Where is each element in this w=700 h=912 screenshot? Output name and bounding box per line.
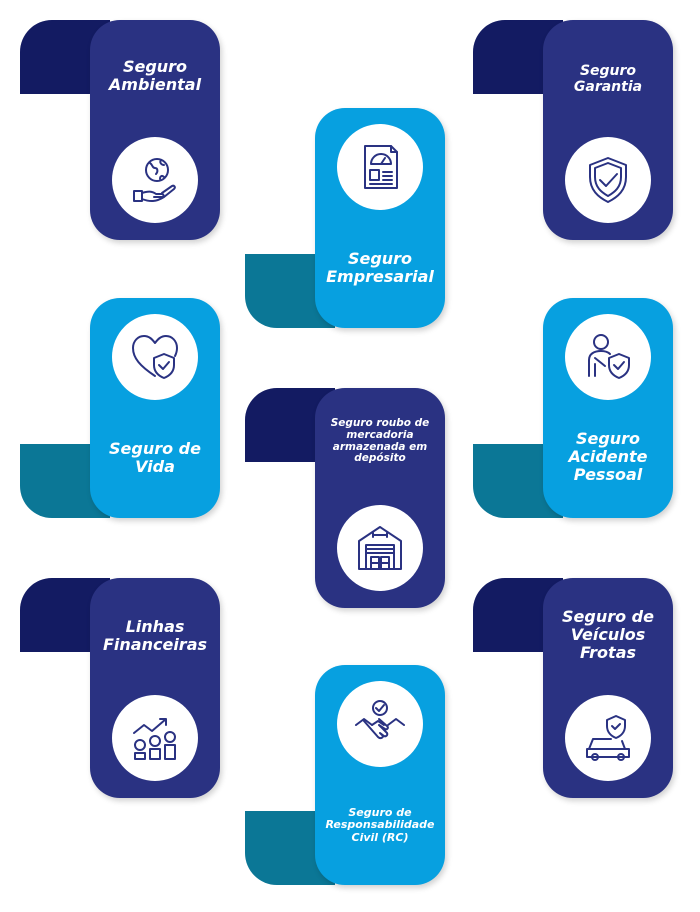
card-linhas-financeiras: Linhas Financeiras [20,578,220,798]
card-seguro-responsabilidade-civil: Seguro de Responsabilidade Civil (RC) [245,665,445,885]
card-body: Seguro de Vida [90,298,220,518]
card-title: Seguro de Veículos Frotas [562,607,654,662]
card-seguro-ambiental: Seguro Ambiental [20,20,220,240]
card-title: Seguro Empresarial [326,249,434,286]
card-seguro-roubo-mercadoria: Seguro roubo de mercadoria armazenada em… [245,388,445,608]
card-seguro-garantia: Seguro Garantia [473,20,673,240]
card-seguro-veiculos-frotas: Seguro de Veículos Frotas [473,578,673,798]
card-body: Seguro Acidente Pessoal [543,298,673,518]
injured-person-shield-icon [565,314,651,400]
card-body: Seguro Empresarial [315,108,445,328]
shield-check-icon [565,137,651,223]
business-report-icon [337,124,423,210]
card-title: Seguro Ambiental [108,57,202,94]
globe-hand-icon [112,137,198,223]
card-title: Seguro Acidente Pessoal [568,429,648,484]
handshake-icon [337,681,423,767]
card-body: Seguro de Veículos Frotas [543,578,673,798]
card-title: Linhas Financeiras [102,617,208,654]
heart-shield-icon [112,314,198,400]
card-body: Seguro Ambiental [90,20,220,240]
card-title: Seguro de Vida [109,439,201,476]
coins-growth-icon [112,695,198,781]
card-title: Seguro roubo de mercadoria armazenada em… [330,417,430,465]
card-seguro-empresarial: Seguro Empresarial [245,108,445,328]
card-seguro-acidente-pessoal: Seguro Acidente Pessoal [473,298,673,518]
card-seguro-de-vida: Seguro de Vida [20,298,220,518]
car-shield-icon [565,695,651,781]
card-body: Seguro de Responsabilidade Civil (RC) [315,665,445,885]
card-title: Seguro de Responsabilidade Civil (RC) [325,806,435,844]
card-body: Seguro Garantia [543,20,673,240]
card-body: Linhas Financeiras [90,578,220,798]
card-title: Seguro Garantia [573,63,643,95]
warehouse-icon [337,505,423,591]
card-body: Seguro roubo de mercadoria armazenada em… [315,388,445,608]
